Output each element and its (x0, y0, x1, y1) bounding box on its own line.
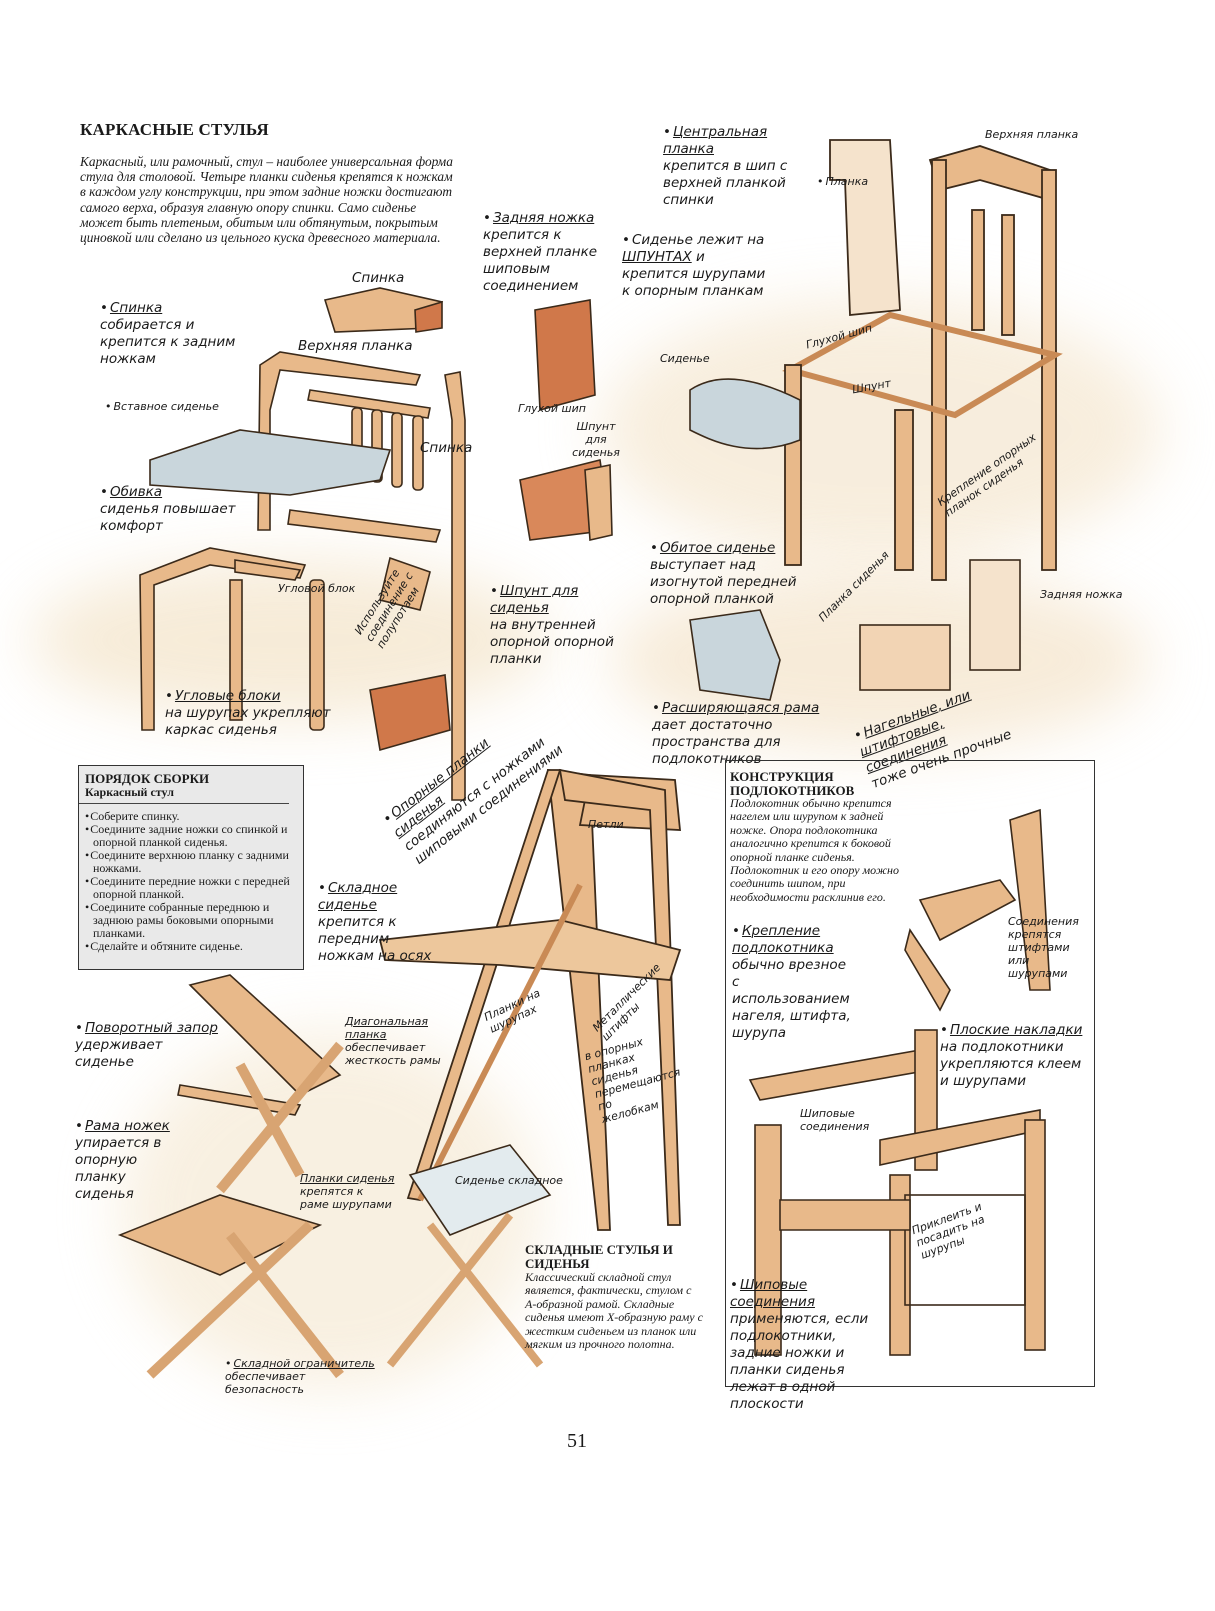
folding-text: Классический складной стул является, фак… (525, 1270, 703, 1352)
note-shipovye-soedineniya: •Шиповые соединения применяются, если по… (730, 1277, 869, 1412)
armrests-text: Подлокотник обычно крепится нагелем или … (730, 796, 899, 904)
note-obivka: •Обивка сиденья повышает комфорт (100, 484, 236, 534)
note-planki-sidenya: Планки сиденья крепятся к раме шурупами (300, 1172, 395, 1211)
label-verkhnyaya-planka-r: Верхняя планка (985, 128, 1079, 141)
label-sidene-skladnoe: Сиденье складное (455, 1174, 563, 1187)
assembly-order-box: ПОРЯДОК СБОРКИ Каркасный стул Соберите с… (78, 765, 304, 970)
note-sidene-lezhit: •Сиденье лежит на ШПУНТАХ и крепится шур… (622, 232, 766, 299)
expanding-frame-illustration (689, 559, 1021, 701)
assembly-subtitle: Каркасный стул (79, 786, 289, 804)
label-verkhnyaya-planka: Верхняя планка (298, 338, 413, 354)
note-shpunt: •Шпунт для сиденья на внутренней опорной… (490, 583, 614, 667)
label-petli: Петли (588, 818, 624, 831)
label-spinka-mid: Спинка (420, 440, 473, 456)
armrests-box (725, 760, 1095, 1387)
joint-details-illustration (519, 299, 613, 541)
armrest-illustration (748, 808, 1051, 1356)
note-zadnyaya-nozhka: •Задняя ножка крепится к верхней планке … (483, 210, 598, 294)
assembly-step: Соедините передние ножки с передней опор… (85, 875, 295, 901)
note-skladnoe-sidene: •Складное сиденье крепится к передним но… (318, 880, 432, 964)
note-centralnaya-planka: •Центральная планка крепится в шип с вер… (663, 124, 788, 208)
assembly-step: Соедините верхнюю планку с задними ножка… (85, 849, 295, 875)
note-obitoe-sidene: •Обитое сиденье выступает над изогнутой … (650, 540, 797, 607)
intro-paragraph: Каркасный, или рамочный, стул – наиболее… (80, 154, 453, 246)
label-soedineniya-shtiftami: Соединения крепятся штифтами или шурупам… (1008, 915, 1079, 980)
folding-title: СКЛАДНЫЕ СТУЛЬЯ И СИДЕНЬЯ (525, 1242, 673, 1271)
note-spinka: •Спинка собирается и крепится к задним н… (100, 300, 236, 367)
note-rasshiryayushchayasya-rama: •Расширяющаяся рама дает достаточно прос… (652, 700, 820, 767)
note-rama-nozhek: •Рама ножек упирается в опорную планку с… (75, 1118, 170, 1202)
label-uglovoy-blok: Угловой блок (278, 582, 356, 595)
note-ploskie-nakladki: •Плоские накладки на подлокотники укрепл… (940, 1022, 1083, 1089)
assembly-step: Сделайте и обтяните сиденье. (85, 940, 295, 953)
folding-chair-illustration (378, 768, 682, 1231)
label-vstavnoe-sidene: •Вставное сиденье (105, 400, 219, 413)
label-zadnyaya-nozhka: Задняя ножка (1040, 588, 1123, 601)
frame-chair-illustration (689, 139, 1063, 581)
note-skladnoy-ogranichitel: •Складной ограничитель обеспечивает безо… (225, 1357, 375, 1396)
note-kreplenie-podlokotnika: •Крепление подлокотника обычно врезное с… (732, 923, 851, 1041)
label-planka: •Планка (817, 175, 869, 188)
label-shpunt-dlya-sidenya: Шпунт для сиденья (572, 420, 620, 459)
assembly-step: Соедините собранные переднюю и заднюю ра… (85, 901, 295, 940)
page-title: КАРКАСНЫЕ СТУЛЬЯ (80, 120, 269, 139)
exploded-chair-illustration (139, 287, 466, 801)
armrests-title: КОНСТРУКЦИЯ ПОДЛОКОТНИКОВ (730, 769, 855, 798)
label-sidene: Сиденье (660, 352, 710, 365)
page-number: 51 (567, 1430, 587, 1452)
folding-stool-illustration (117, 974, 552, 1379)
assembly-step: Соберите спинку. (85, 810, 295, 823)
label-glukhoy-ship-1: Глухой шип (518, 402, 586, 415)
note-uglovye-bloki: •Угловые блоки на шурупах укрепляют карк… (165, 688, 331, 738)
label-spinka-top: Спинка (352, 270, 405, 286)
assembly-title: ПОРЯДОК СБОРКИ (85, 771, 210, 786)
note-diagonalnaya-planka: Диагональная планка обеспечивает жесткос… (345, 1015, 441, 1067)
note-povorotny-zapor: •Поворотный запор удерживает сиденье (75, 1020, 218, 1070)
assembly-steps: Соберите спинку. Соедините задние ножки … (79, 804, 303, 953)
assembly-step: Соедините задние ножки со спинкой и опор… (85, 823, 295, 849)
label-shipovye: Шиповые соединения (800, 1107, 870, 1133)
